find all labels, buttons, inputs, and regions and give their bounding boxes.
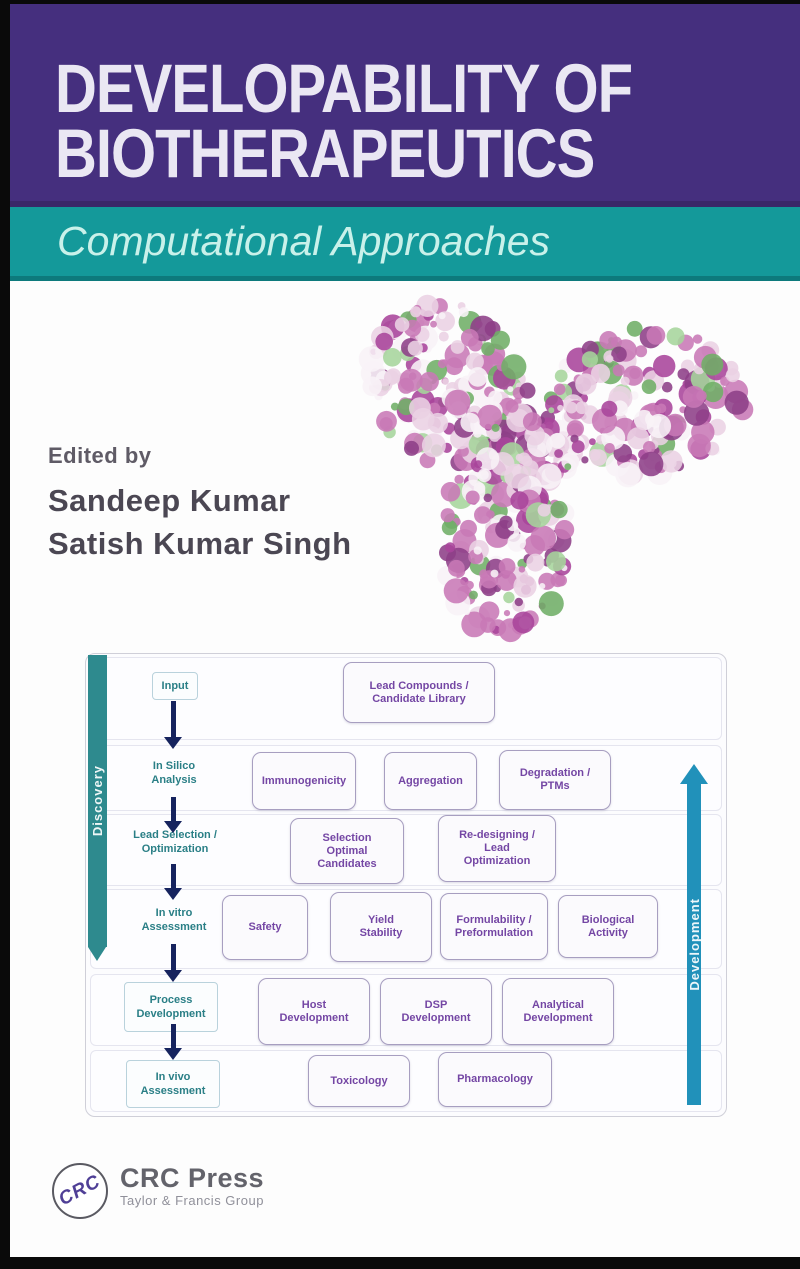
box-selection-optimal-candidates: Selection Optimal Candidates [290, 818, 404, 884]
arrow-shaft [170, 701, 176, 737]
subtitle-band: Computational Approaches [10, 207, 800, 281]
development-arrow-label: Development [686, 897, 702, 991]
publisher-tagline: Taylor & Francis Group [120, 1193, 264, 1208]
arrow-head [164, 1048, 182, 1060]
flow-arrow-down-1 [164, 701, 182, 749]
scan-border-top [0, 0, 800, 4]
arrow-head [164, 821, 182, 833]
discovery-ribbon-label: Discovery [90, 765, 105, 837]
stage-in-vivo-assessment: In vivo Assessment [126, 1060, 220, 1108]
cover-header: DEVELOPABILITY OF BIOTHERAPEUTICS [10, 4, 800, 207]
publisher-text: CRC Press Taylor & Francis Group [120, 1163, 264, 1208]
box-safety: Safety [222, 895, 308, 960]
development-arrowhead [680, 764, 708, 784]
box-host-development: Host Development [258, 978, 370, 1045]
arrow-shaft [170, 864, 176, 888]
discovery-arrowhead [88, 947, 106, 961]
box-biological-activity: Biological Activity [558, 895, 658, 958]
arrow-shaft [170, 797, 176, 821]
flow-arrow-down-2 [164, 797, 182, 833]
scan-border-left [0, 0, 10, 1269]
arrow-head [164, 737, 182, 749]
box-formulability-preformulation: Formulability / Preformulation [440, 893, 548, 960]
box-immunogenicity: Immunogenicity [252, 752, 356, 810]
publisher-logo-block: CRC CRC Press Taylor & Francis Group [52, 1163, 264, 1219]
arrow-head [164, 970, 182, 982]
book-title-line2: BIOTHERAPEUTICS [55, 115, 595, 193]
publisher-name: CRC Press [120, 1163, 265, 1193]
edited-by-label: Edited by [48, 443, 152, 468]
editor-name-2: Satish Kumar Singh [48, 526, 352, 561]
box-analytical-development: Analytical Development [502, 978, 614, 1045]
book-subtitle: Computational Approaches [57, 218, 551, 264]
box-pharmacology: Pharmacology [438, 1052, 552, 1107]
box-lead-compounds-candidate-library: Lead Compounds / Candidate Library [343, 662, 495, 723]
box-dsp-development: DSP Development [380, 978, 492, 1045]
antibody-molecule-illustration [358, 294, 754, 643]
scan-border-bottom [0, 1257, 800, 1269]
stage-in-vitro-assessment: In vitro Assessment [141, 907, 207, 933]
arrow-head [164, 888, 182, 900]
discovery-ribbon: Discovery [88, 655, 107, 947]
box-redesigning-lead-optimization: Re-designing / Lead Optimization [438, 815, 556, 882]
flow-arrow-down-5 [164, 1024, 182, 1060]
crc-monogram: CRC [55, 1170, 105, 1211]
flow-arrow-down-4 [164, 944, 182, 982]
editors-block: Edited by Sandeep Kumar Satish Kumar Sin… [48, 443, 352, 565]
flow-arrow-down-3 [164, 864, 182, 900]
development-arrow: Development [686, 783, 702, 1105]
arrow-shaft [170, 944, 176, 970]
stage-in-silico-analysis: In Silico Analysis [151, 760, 197, 786]
box-degradation-ptms: Degradation / PTMs [499, 750, 611, 810]
box-aggregation: Aggregation [384, 752, 477, 810]
box-toxicology: Toxicology [308, 1055, 410, 1107]
book-title-line1: DEVELOPABILITY OF [55, 50, 633, 128]
arrow-shaft [170, 1024, 176, 1048]
stage-input: Input [152, 672, 198, 700]
flowchart-row-3 [90, 814, 722, 886]
box-yield-stability: Yield Stability [330, 892, 432, 962]
stage-process-development: Process Development [124, 982, 218, 1032]
crc-logo-icon: CRC [52, 1163, 108, 1219]
editor-name-1: Sandeep Kumar [48, 483, 291, 518]
